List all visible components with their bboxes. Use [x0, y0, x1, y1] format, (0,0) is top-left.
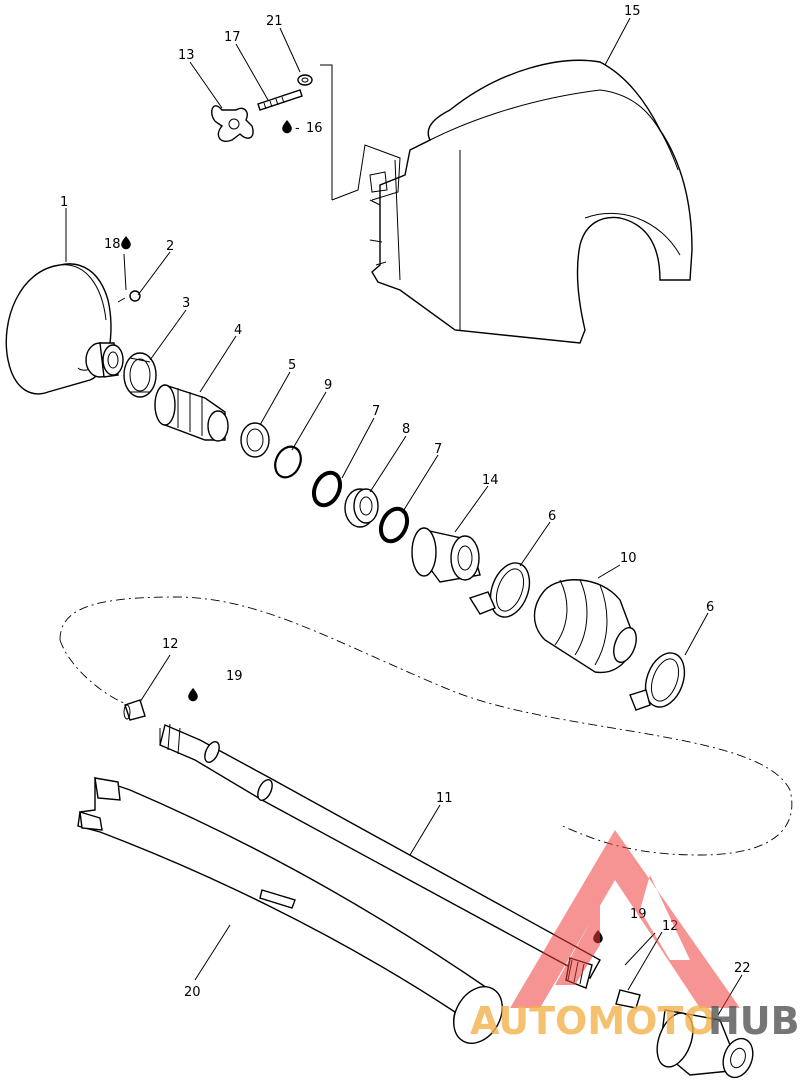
callout-17: 17: [224, 30, 241, 45]
watermark-brand-right: HUB: [708, 999, 800, 1043]
callout-16: 16: [306, 121, 323, 136]
callout-19a: 19: [226, 669, 243, 684]
callout-11: 11: [436, 791, 453, 806]
callout-7b: 7: [434, 442, 442, 457]
part-6-clamp-b: [629, 652, 686, 711]
part-9-oring: [274, 445, 302, 479]
part-12-end-cap-top: [123, 699, 146, 721]
callout-1: 1: [60, 195, 68, 210]
callout-13: 13: [178, 48, 195, 63]
callout-4: 4: [234, 323, 242, 338]
part-1-disc: [5, 263, 112, 395]
callout-12a: 12: [162, 637, 179, 652]
callout-14: 14: [482, 473, 499, 488]
part-10-bellows-boot: [533, 579, 637, 674]
callout-6a: 6: [548, 509, 556, 524]
callout-18: 18: [104, 237, 121, 252]
watermark-logo: AUTOMOTO HUB: [470, 830, 800, 1043]
part-14-sleeve: [411, 527, 481, 583]
part-12-end-cap-bottom: [615, 989, 641, 1009]
part-mount-plate: [320, 64, 401, 201]
svg-text:-: -: [295, 121, 300, 136]
part-disc-bushing: [85, 342, 124, 378]
assembly-dashed-outline: [59, 596, 793, 856]
part-22-coupler: [656, 1009, 754, 1079]
part-13-wing-nut: [211, 105, 254, 142]
part-3-clamp-ring: [123, 352, 157, 398]
part-6-clamp-a: [468, 562, 531, 618]
callout-7a: 7: [372, 404, 380, 419]
part-20-shaft-tube: [77, 777, 503, 1044]
callout-8: 8: [402, 422, 410, 437]
callout-21: 21: [266, 14, 283, 29]
part-7-oring-b: [378, 506, 410, 544]
callout-6b: 6: [706, 600, 714, 615]
part-15-cover: [369, 59, 693, 344]
callout-9: 9: [324, 378, 332, 393]
watermark-triangle-icon: [510, 830, 740, 1008]
callout-labels: 15 21 17 13 16 - 1 18 2 3 4 5 9 7 8 7 14…: [60, 4, 751, 1000]
part-21-washer: [297, 74, 313, 86]
watermark-brand-left: AUTOMOTO: [470, 999, 716, 1043]
callout-15: 15: [624, 4, 641, 19]
part-5-clamp: [240, 422, 270, 458]
callout-3: 3: [182, 296, 190, 311]
part-17-screw: [257, 89, 303, 111]
part-7-oring-a: [311, 470, 343, 508]
callout-20: 20: [184, 985, 201, 1000]
drop-icon-16: [282, 120, 292, 134]
callout-2: 2: [166, 239, 174, 254]
callout-22: 22: [734, 961, 751, 976]
drop-icon-18: [121, 236, 131, 250]
part-2-nut: [117, 290, 141, 303]
part-4-coupling: [154, 384, 229, 442]
part-8-bearing: [344, 488, 379, 528]
callout-10: 10: [620, 551, 637, 566]
drop-icon-19-top: [188, 688, 198, 702]
callout-5: 5: [288, 358, 296, 373]
